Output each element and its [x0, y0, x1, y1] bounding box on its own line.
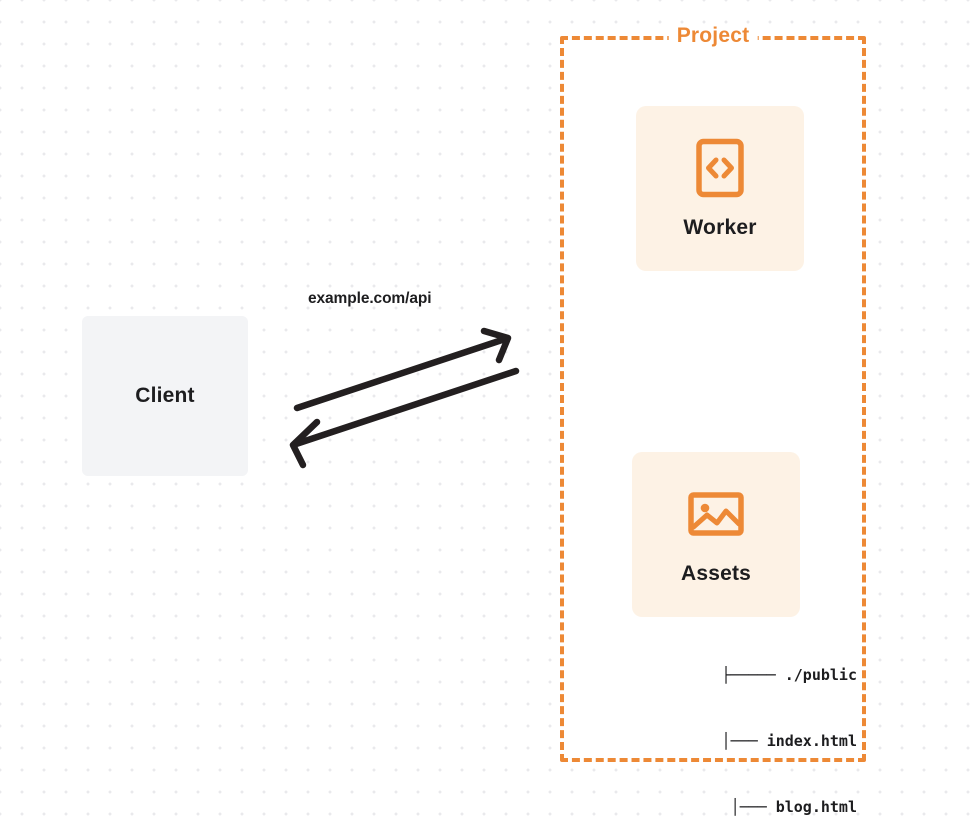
- tree-name: index.html: [766, 732, 857, 750]
- connection-label: example.com/api: [308, 290, 432, 307]
- code-brackets-icon: [696, 138, 744, 197]
- tree-name: blog.html: [775, 798, 857, 816]
- client-label: Client: [135, 384, 195, 407]
- request-arrow: [293, 327, 512, 412]
- tree-prefix: │───: [730, 798, 767, 816]
- tree-prefix: │───: [721, 732, 758, 750]
- client-node: Client: [82, 316, 248, 476]
- worker-node[interactable]: Worker: [636, 106, 804, 271]
- file-tree-row: │─── blog.html: [612, 796, 857, 818]
- tree-prefix: ├─────: [721, 666, 776, 684]
- assets-file-tree: ├───── ./public │─── index.html │─── blo…: [612, 620, 857, 818]
- project-title: Project: [668, 24, 758, 48]
- assets-node[interactable]: Assets: [632, 452, 800, 617]
- worker-label: Worker: [683, 215, 757, 239]
- tree-name: ./public: [784, 666, 857, 684]
- image-icon: [688, 491, 744, 536]
- response-arrow: [289, 367, 520, 469]
- project-boundary: Project Worker Assets ├───── ./public │─…: [560, 24, 866, 816]
- file-tree-row: │─── index.html: [612, 730, 857, 752]
- file-tree-row: ├───── ./public: [612, 664, 857, 686]
- assets-label: Assets: [680, 561, 752, 585]
